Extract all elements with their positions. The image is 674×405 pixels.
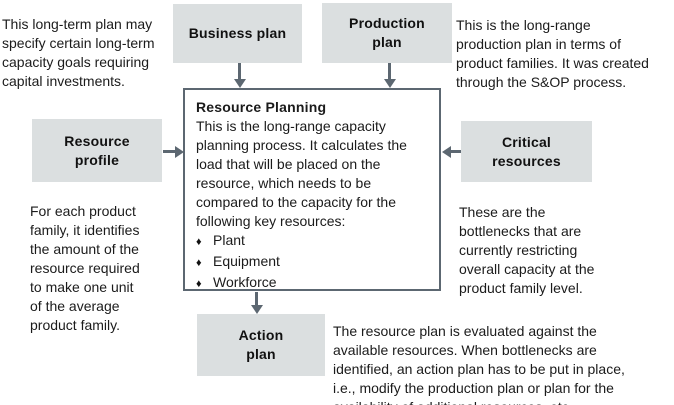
production-plan-note: This is the long-range production plan i… [456,17,649,90]
bullet-label: Equipment [213,253,280,269]
business-plan-label: Business plan [188,25,287,41]
resource-planning-box: Resource Planning This is the long-range… [183,88,441,291]
bullet-item-workforce: ♦ Workforce [196,273,429,294]
bullet-item-equipment: ♦ Equipment [196,252,429,273]
action-plan-note: The resource plan is evaluated against t… [333,323,625,405]
resource-planning-description: This is the long-range capacity planning… [196,118,407,229]
resource-planning-title: Resource Planning [196,99,327,115]
diamond-bullet-icon: ♦ [196,278,202,290]
arrow-resource-planning-to-action-icon [255,292,258,305]
arrow-production-to-resource-planning-icon [388,63,391,79]
arrow-critical-to-resource-planning-icon [451,150,461,153]
critical-resources-box: Critical resources [461,121,592,182]
action-plan-label: Action plan [238,327,284,362]
arrow-profile-to-resource-planning-icon [163,150,175,153]
business-plan-note: This long-term plan may specify certain … [2,16,155,89]
bullet-item-plant: ♦ Plant [196,231,429,252]
production-plan-box: Production plan [322,3,452,63]
action-plan-box: Action plan [197,314,325,376]
resource-profile-label: Resource profile [64,132,130,168]
diamond-bullet-icon: ♦ [196,257,202,269]
critical-resources-label: Critical resources [492,133,561,169]
bullet-label: Workforce [213,274,277,290]
business-plan-box: Business plan [173,4,302,63]
production-plan-label: Production plan [349,15,425,50]
arrow-business-to-resource-planning-icon [238,63,241,79]
resource-profile-box: Resource profile [32,119,162,182]
critical-resources-note: These are the bottlenecks that are curre… [459,204,595,296]
diamond-bullet-icon: ♦ [196,236,202,248]
resource-profile-note: For each product family, it identifies t… [30,203,140,333]
bullet-label: Plant [213,232,245,248]
